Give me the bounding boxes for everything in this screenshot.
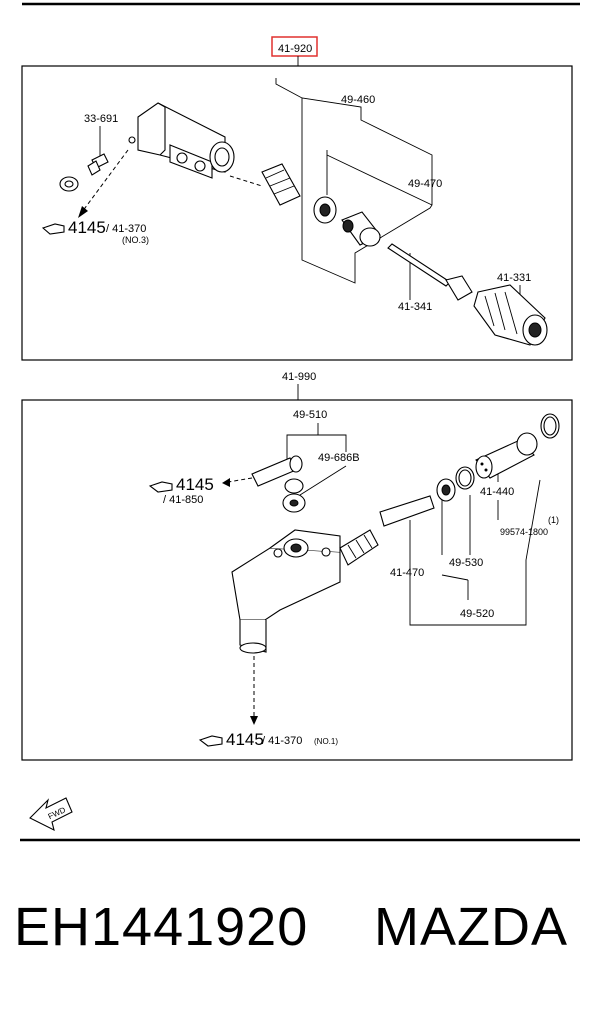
dust-boot-upper <box>261 163 301 206</box>
label-49-460[interactable]: 49-460 <box>341 94 375 106</box>
label-99574-1800[interactable]: 99574-1800 <box>500 527 548 537</box>
ref-mid-code[interactable]: / 41-850 <box>163 494 203 506</box>
piston-lower <box>475 432 538 479</box>
ref-mid-number[interactable]: 4145 <box>176 475 214 494</box>
slave-cylinder-body <box>128 102 235 179</box>
lower-assembly-frame <box>21 399 573 761</box>
ref-bot-note: (NO.1) <box>314 737 338 746</box>
label-49-686b[interactable]: 49-686B <box>318 452 360 464</box>
pointing-hand-icon <box>148 481 173 493</box>
push-rod <box>387 243 473 301</box>
brand-name: MAZDA <box>374 897 568 957</box>
pipe-fitting <box>251 455 306 513</box>
ref-top-note: (NO.3) <box>122 235 149 245</box>
ref-bot-number[interactable]: 4145 <box>226 730 264 749</box>
label-49-510[interactable]: 49-510 <box>293 409 327 421</box>
master-cylinder-body <box>231 529 379 654</box>
label-41-331[interactable]: 41-331 <box>497 272 531 284</box>
label-49-520[interactable]: 49-520 <box>460 608 494 620</box>
reference-top: 4145 / 41-370 (NO.3) <box>41 218 149 245</box>
caption: EH1441920 MAZDA <box>0 895 600 975</box>
piston <box>341 211 381 247</box>
label-33-691[interactable]: 33-691 <box>84 113 118 125</box>
fwd-arrow-icon: FWD <box>29 797 73 832</box>
reference-mid: 4145 / 41-850 <box>148 475 214 506</box>
label-41-440[interactable]: 41-440 <box>480 486 514 498</box>
bleeder-screw <box>59 153 109 192</box>
label-41-920[interactable]: 41-920 <box>278 43 312 55</box>
label-1: (1) <box>548 515 559 525</box>
upper-assembly-frame <box>21 65 573 361</box>
pointing-hand-icon <box>198 735 223 747</box>
part-number: EH1441920 <box>14 897 309 957</box>
parts-diagram: 41-920 49-460 33-691 49-470 41-331 41-34… <box>20 2 580 842</box>
reference-bottom: 4145 / 41-370 (NO.1) <box>198 730 338 749</box>
highlight-box <box>271 36 318 57</box>
label-49-530[interactable]: 49-530 <box>449 557 483 569</box>
spring <box>379 495 435 527</box>
release-boot <box>473 284 548 346</box>
label-41-341[interactable]: 41-341 <box>398 301 432 313</box>
label-41-470[interactable]: 41-470 <box>390 567 424 579</box>
ref-top-number[interactable]: 4145 <box>68 218 106 237</box>
ref-top-code[interactable]: / 41-370 <box>106 223 146 235</box>
label-49-470[interactable]: 49-470 <box>408 178 442 190</box>
ref-bot-code[interactable]: / 41-370 <box>262 735 302 747</box>
label-41-990[interactable]: 41-990 <box>282 371 316 383</box>
pointing-hand-icon <box>41 223 65 235</box>
